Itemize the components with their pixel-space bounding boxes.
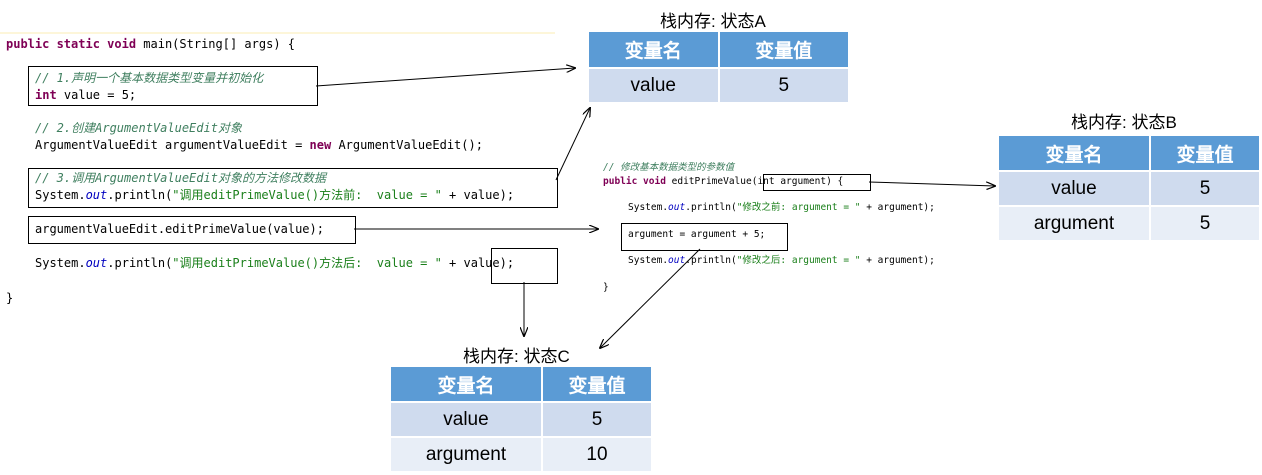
arrow-print-before-to-table-a (555, 108, 590, 181)
table-b-header-name: 变量名 (997, 134, 1151, 172)
method-signature: public void editPrimeValue(int argument)… (603, 176, 843, 188)
table-b-row2-value: 5 (1148, 205, 1262, 242)
table-c-row2-value: 10 (540, 436, 654, 473)
mprint2-out: out (668, 255, 686, 266)
mprint2-b: .println( (685, 255, 737, 266)
print-after-out: out (85, 256, 108, 270)
print-before-out: out (85, 188, 108, 202)
main-closing-brace: } (6, 291, 14, 305)
main-signature-line: public static void main(String[] args) { (6, 36, 295, 52)
method-closing-brace: } (603, 282, 609, 293)
code-call-line: argumentValueEdit.editPrimeValue(value); (35, 222, 324, 236)
print-before-c: + value); (441, 188, 515, 202)
table-b-header-value: 变量值 (1148, 134, 1262, 172)
print-after-plus: + (441, 256, 464, 270)
mprint2-c: + argument); (860, 255, 935, 266)
table-c-row1-value: 5 (540, 401, 654, 438)
print-after-a: System. (35, 256, 86, 270)
print-before-string: "调用editPrimeValue()方法前: value = " (172, 188, 442, 202)
mprint1-a: System. (628, 202, 669, 213)
print-after-value: value); (463, 256, 515, 270)
method-print-before: System.out.println("修改之前: argument = " +… (628, 202, 935, 214)
print-before-b: .println( (107, 188, 173, 202)
new-object-a: ArgumentValueEdit argumentValueEdit = (35, 138, 310, 152)
table-a-header-value: 变量值 (717, 30, 850, 69)
box-call-line (28, 216, 356, 244)
arrow-param-to-table-b (868, 181, 995, 186)
new-object-b: ArgumentValueEdit(); (331, 138, 483, 152)
table-c-header-value: 变量值 (540, 365, 654, 403)
arrow-assign-to-table-c (600, 248, 701, 348)
method-sig-end: ) { (826, 176, 844, 187)
mprint1-b: .println( (685, 202, 737, 213)
comment-create-object: // 2.创建ArgumentValueEdit对象 (35, 121, 242, 135)
mprint1-c: + argument); (860, 202, 935, 213)
method-comment: // 修改基本数据类型的参数值 (603, 162, 735, 173)
table-a-row1-value: 5 (717, 67, 850, 104)
method-print-after: System.out.println("修改之后: argument = " +… (628, 255, 935, 267)
table-c-row2-name: argument (389, 436, 543, 473)
code-new-object: ArgumentValueEdit argumentValueEdit = ne… (35, 137, 483, 153)
table-c-header-name: 变量名 (389, 365, 543, 403)
comment-declare: // 1.声明一个基本数据类型变量并初始化 (35, 71, 264, 85)
int-keyword: int (35, 88, 57, 102)
code-print-after: System.out.println("调用editPrimeValue()方法… (35, 255, 514, 271)
signature-keywords: public static void (6, 37, 137, 51)
method-param: int argument (757, 176, 827, 187)
new-keyword: new (309, 138, 332, 152)
table-c-row1-name: value (389, 401, 543, 438)
code-print-before: System.out.println("调用editPrimeValue()方法… (35, 187, 514, 203)
table-a-row1-name: value (587, 67, 720, 104)
table-b-row1-name: value (997, 170, 1151, 207)
box-method-assign (621, 223, 788, 251)
comment-call-method: // 3.调用ArgumentValueEdit对象的方法修改数据 (35, 171, 326, 185)
arrow-declaration-to-table-a (315, 68, 575, 87)
print-after-string: "调用editPrimeValue()方法后: value = " (172, 256, 442, 270)
mprint2-string: "修改之后: argument = " (736, 255, 861, 266)
mprint2-a: System. (628, 255, 669, 266)
int-rest: value = 5; (56, 88, 137, 102)
print-before-a: System. (35, 188, 86, 202)
mprint1-string: "修改之前: argument = " (736, 202, 861, 213)
box-print-before (28, 168, 558, 208)
method-sig-name: editPrimeValue( (665, 176, 758, 187)
signature-rest: main(String[] args) { (136, 37, 295, 51)
code-int-declaration: int value = 5; (35, 87, 136, 103)
table-c-title: 栈内存: 状态C (463, 347, 570, 366)
method-sig-keywords: public void (603, 176, 666, 187)
table-b-row1-value: 5 (1148, 170, 1262, 207)
table-b-row2-name: argument (997, 205, 1151, 242)
method-assign: argument = argument + 5; (628, 229, 766, 240)
table-a-title: 栈内存: 状态A (660, 12, 766, 31)
mprint1-out: out (668, 202, 686, 213)
table-b-title: 栈内存: 状态B (1071, 113, 1177, 132)
table-a-header-name: 变量名 (587, 30, 720, 69)
print-after-b: .println( (107, 256, 173, 270)
code-editor-highlight-line (0, 32, 555, 34)
